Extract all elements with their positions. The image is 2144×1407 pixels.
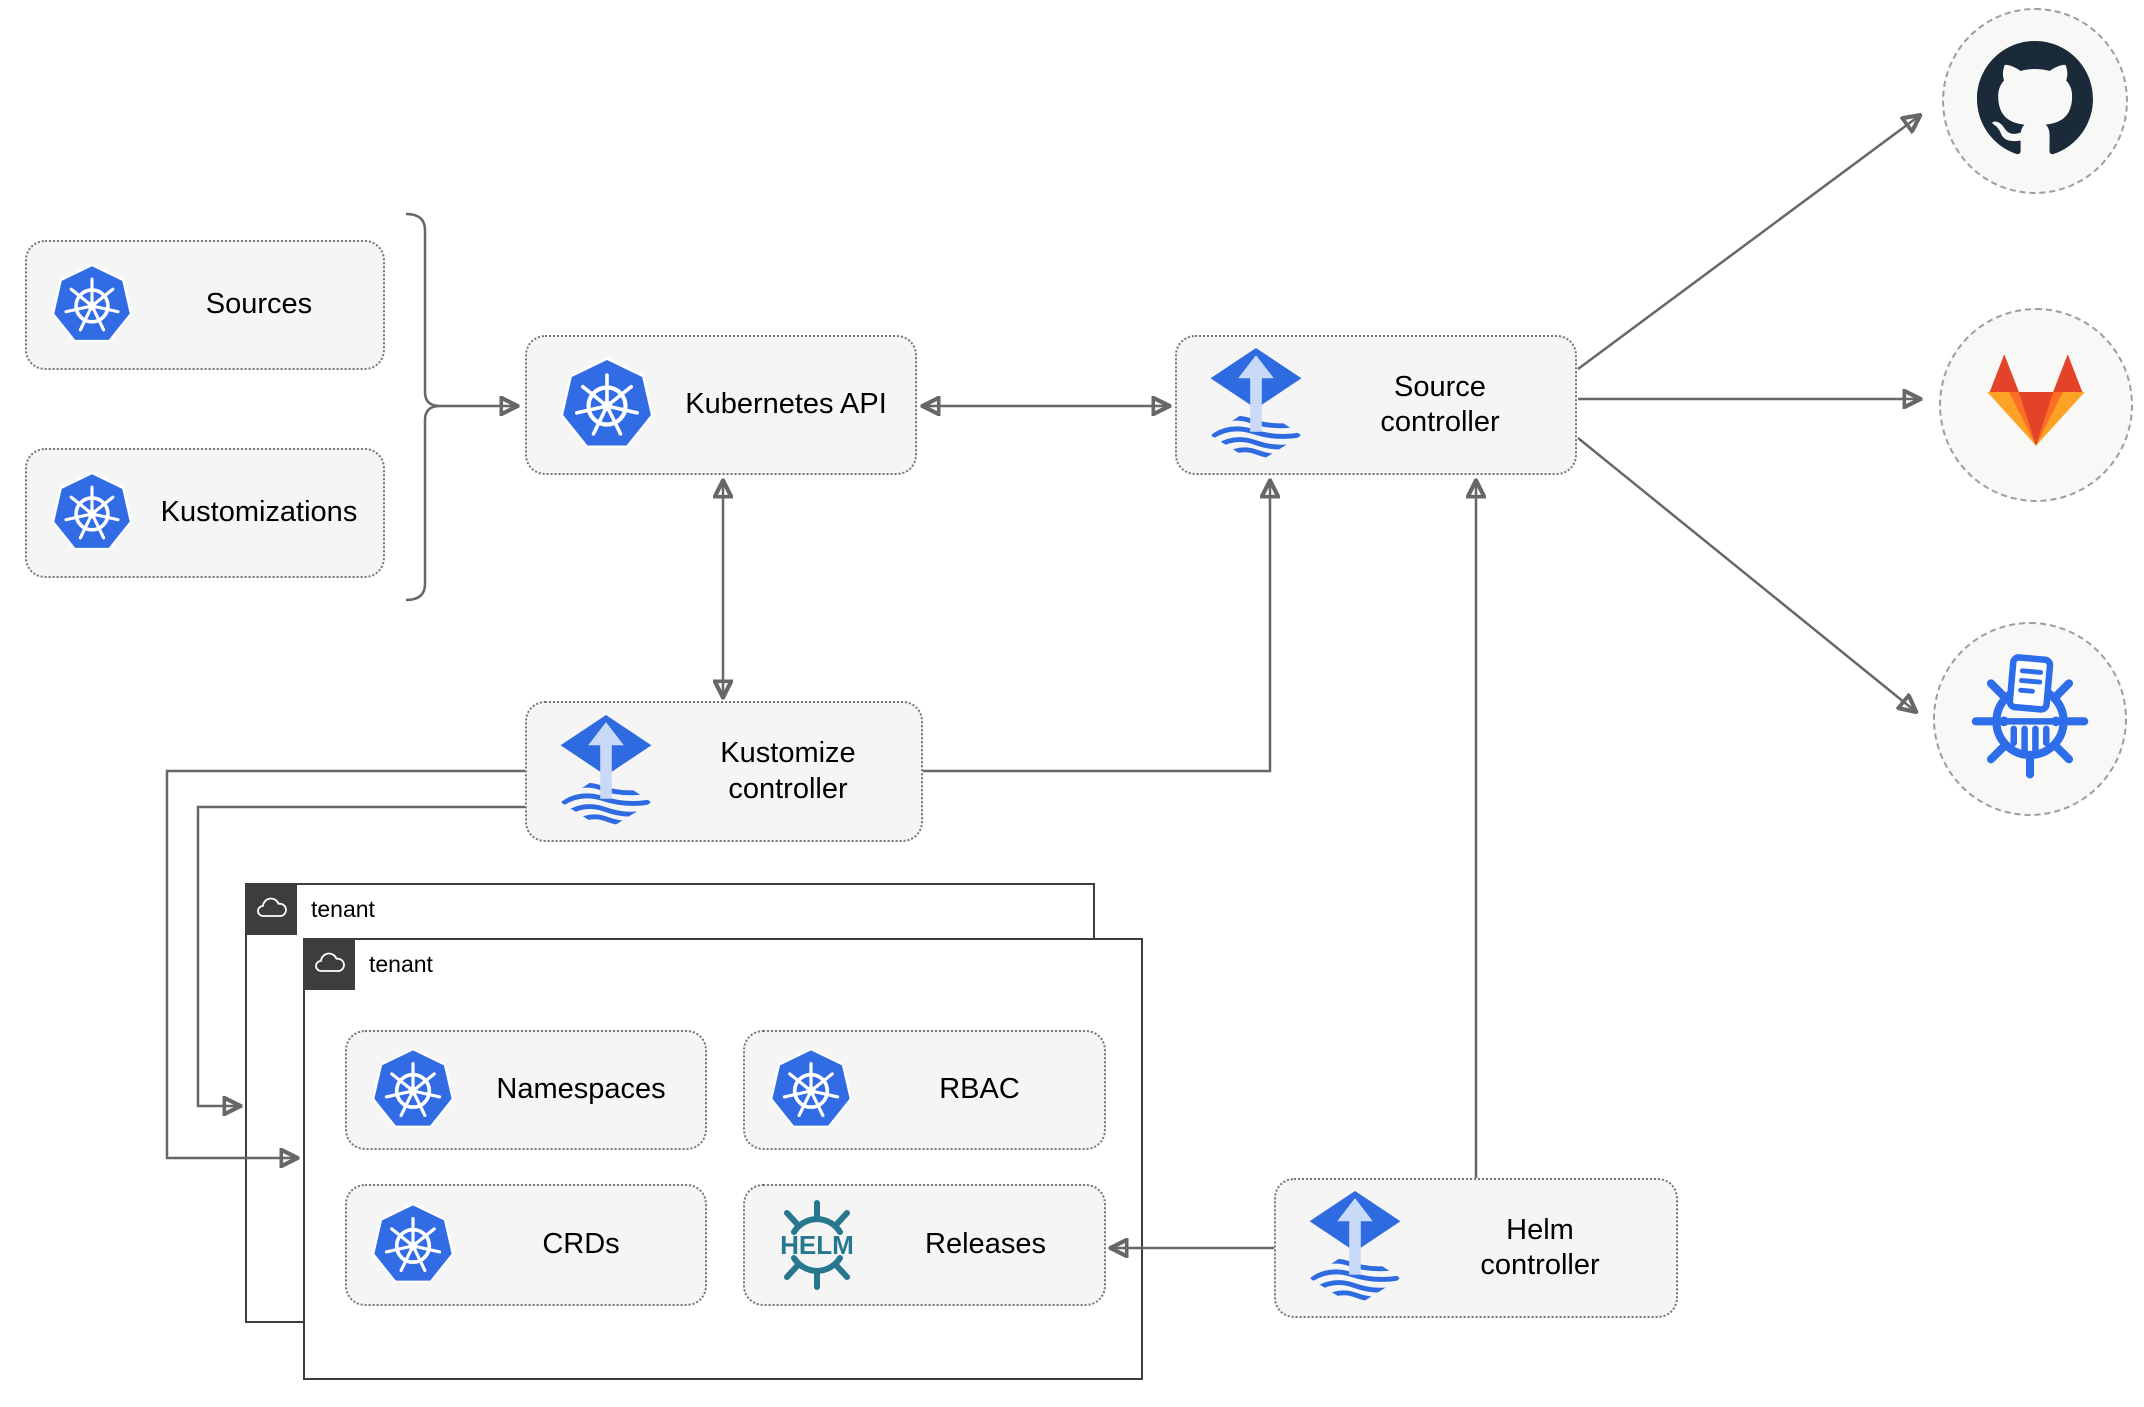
namespaces-node: Namespaces — [345, 1030, 707, 1150]
kubernetes-icon — [767, 1046, 855, 1134]
kustomize-controller-line2: controller — [728, 772, 848, 805]
source-controller-label: Source controller — [1305, 370, 1575, 441]
kubernetes-icon — [49, 262, 135, 348]
kubernetes-icon — [49, 470, 135, 556]
cloud-icon — [244, 882, 297, 935]
helm-controller-label: Helm controller — [1404, 1213, 1676, 1284]
helm-controller-line1: Helm — [1506, 1213, 1574, 1246]
tenant-box-front: tenant Namespaces RBAC CRDs — [302, 937, 1143, 1380]
kubernetes-api-label: Kubernetes API — [685, 388, 887, 421]
rbac-node: RBAC — [743, 1030, 1106, 1150]
source-controller-node: Source controller — [1175, 335, 1577, 475]
tenant-back-label: tenant — [311, 895, 375, 922]
github-remote — [1942, 8, 2128, 194]
kubernetes-icon — [369, 1201, 457, 1289]
gitlab-tanuki-icon — [1975, 348, 2097, 463]
source-controller-line2: controller — [1380, 406, 1500, 438]
releases-label: Releases — [925, 1228, 1046, 1261]
kustomize-controller-line1: Kustomize — [720, 737, 856, 770]
kustomize-controller-node: Kustomize controller — [525, 701, 923, 842]
cloud-icon — [302, 937, 355, 990]
namespaces-label: Namespaces — [496, 1073, 666, 1106]
crds-label: CRDs — [542, 1228, 620, 1261]
helm-controller-line2: controller — [1480, 1249, 1600, 1281]
kubernetes-icon — [557, 355, 657, 455]
sources-node: Sources — [25, 240, 385, 370]
kustomize-controller-label: Kustomize controller — [655, 736, 921, 807]
kustomizations-label: Kustomizations — [160, 496, 358, 529]
registry-remote — [1933, 622, 2127, 816]
edge-source-controller-to-registry — [1577, 437, 1915, 711]
flux-icon — [1207, 346, 1305, 464]
gitlab-remote — [1939, 308, 2133, 502]
flux-icon — [1306, 1189, 1404, 1307]
helm-logo-text: HELM — [780, 1230, 854, 1260]
kustomizations-node: Kustomizations — [25, 448, 385, 578]
helm-wheel-icon: HELM — [767, 1195, 867, 1295]
rbac-label: RBAC — [939, 1073, 1020, 1106]
source-controller-line1: Source — [1394, 370, 1486, 403]
edge-source-controller-to-github — [1577, 116, 1919, 371]
sources-label: Sources — [205, 288, 313, 321]
kubernetes-icon — [369, 1046, 457, 1134]
github-octocat-icon — [1977, 40, 2093, 162]
kubernetes-api-node: Kubernetes API — [525, 335, 917, 475]
helm-controller-node: Helm controller — [1274, 1178, 1678, 1318]
flux-icon — [557, 713, 655, 831]
kubernetes-manifest-shredder-icon — [1965, 652, 2095, 787]
tenant-front-label: tenant — [369, 950, 433, 977]
releases-node: HELM Releases — [743, 1184, 1106, 1306]
edge-kustomize-controller-to-source-controller — [923, 482, 1270, 773]
crds-node: CRDs — [345, 1184, 707, 1306]
group-bracket — [405, 212, 441, 602]
